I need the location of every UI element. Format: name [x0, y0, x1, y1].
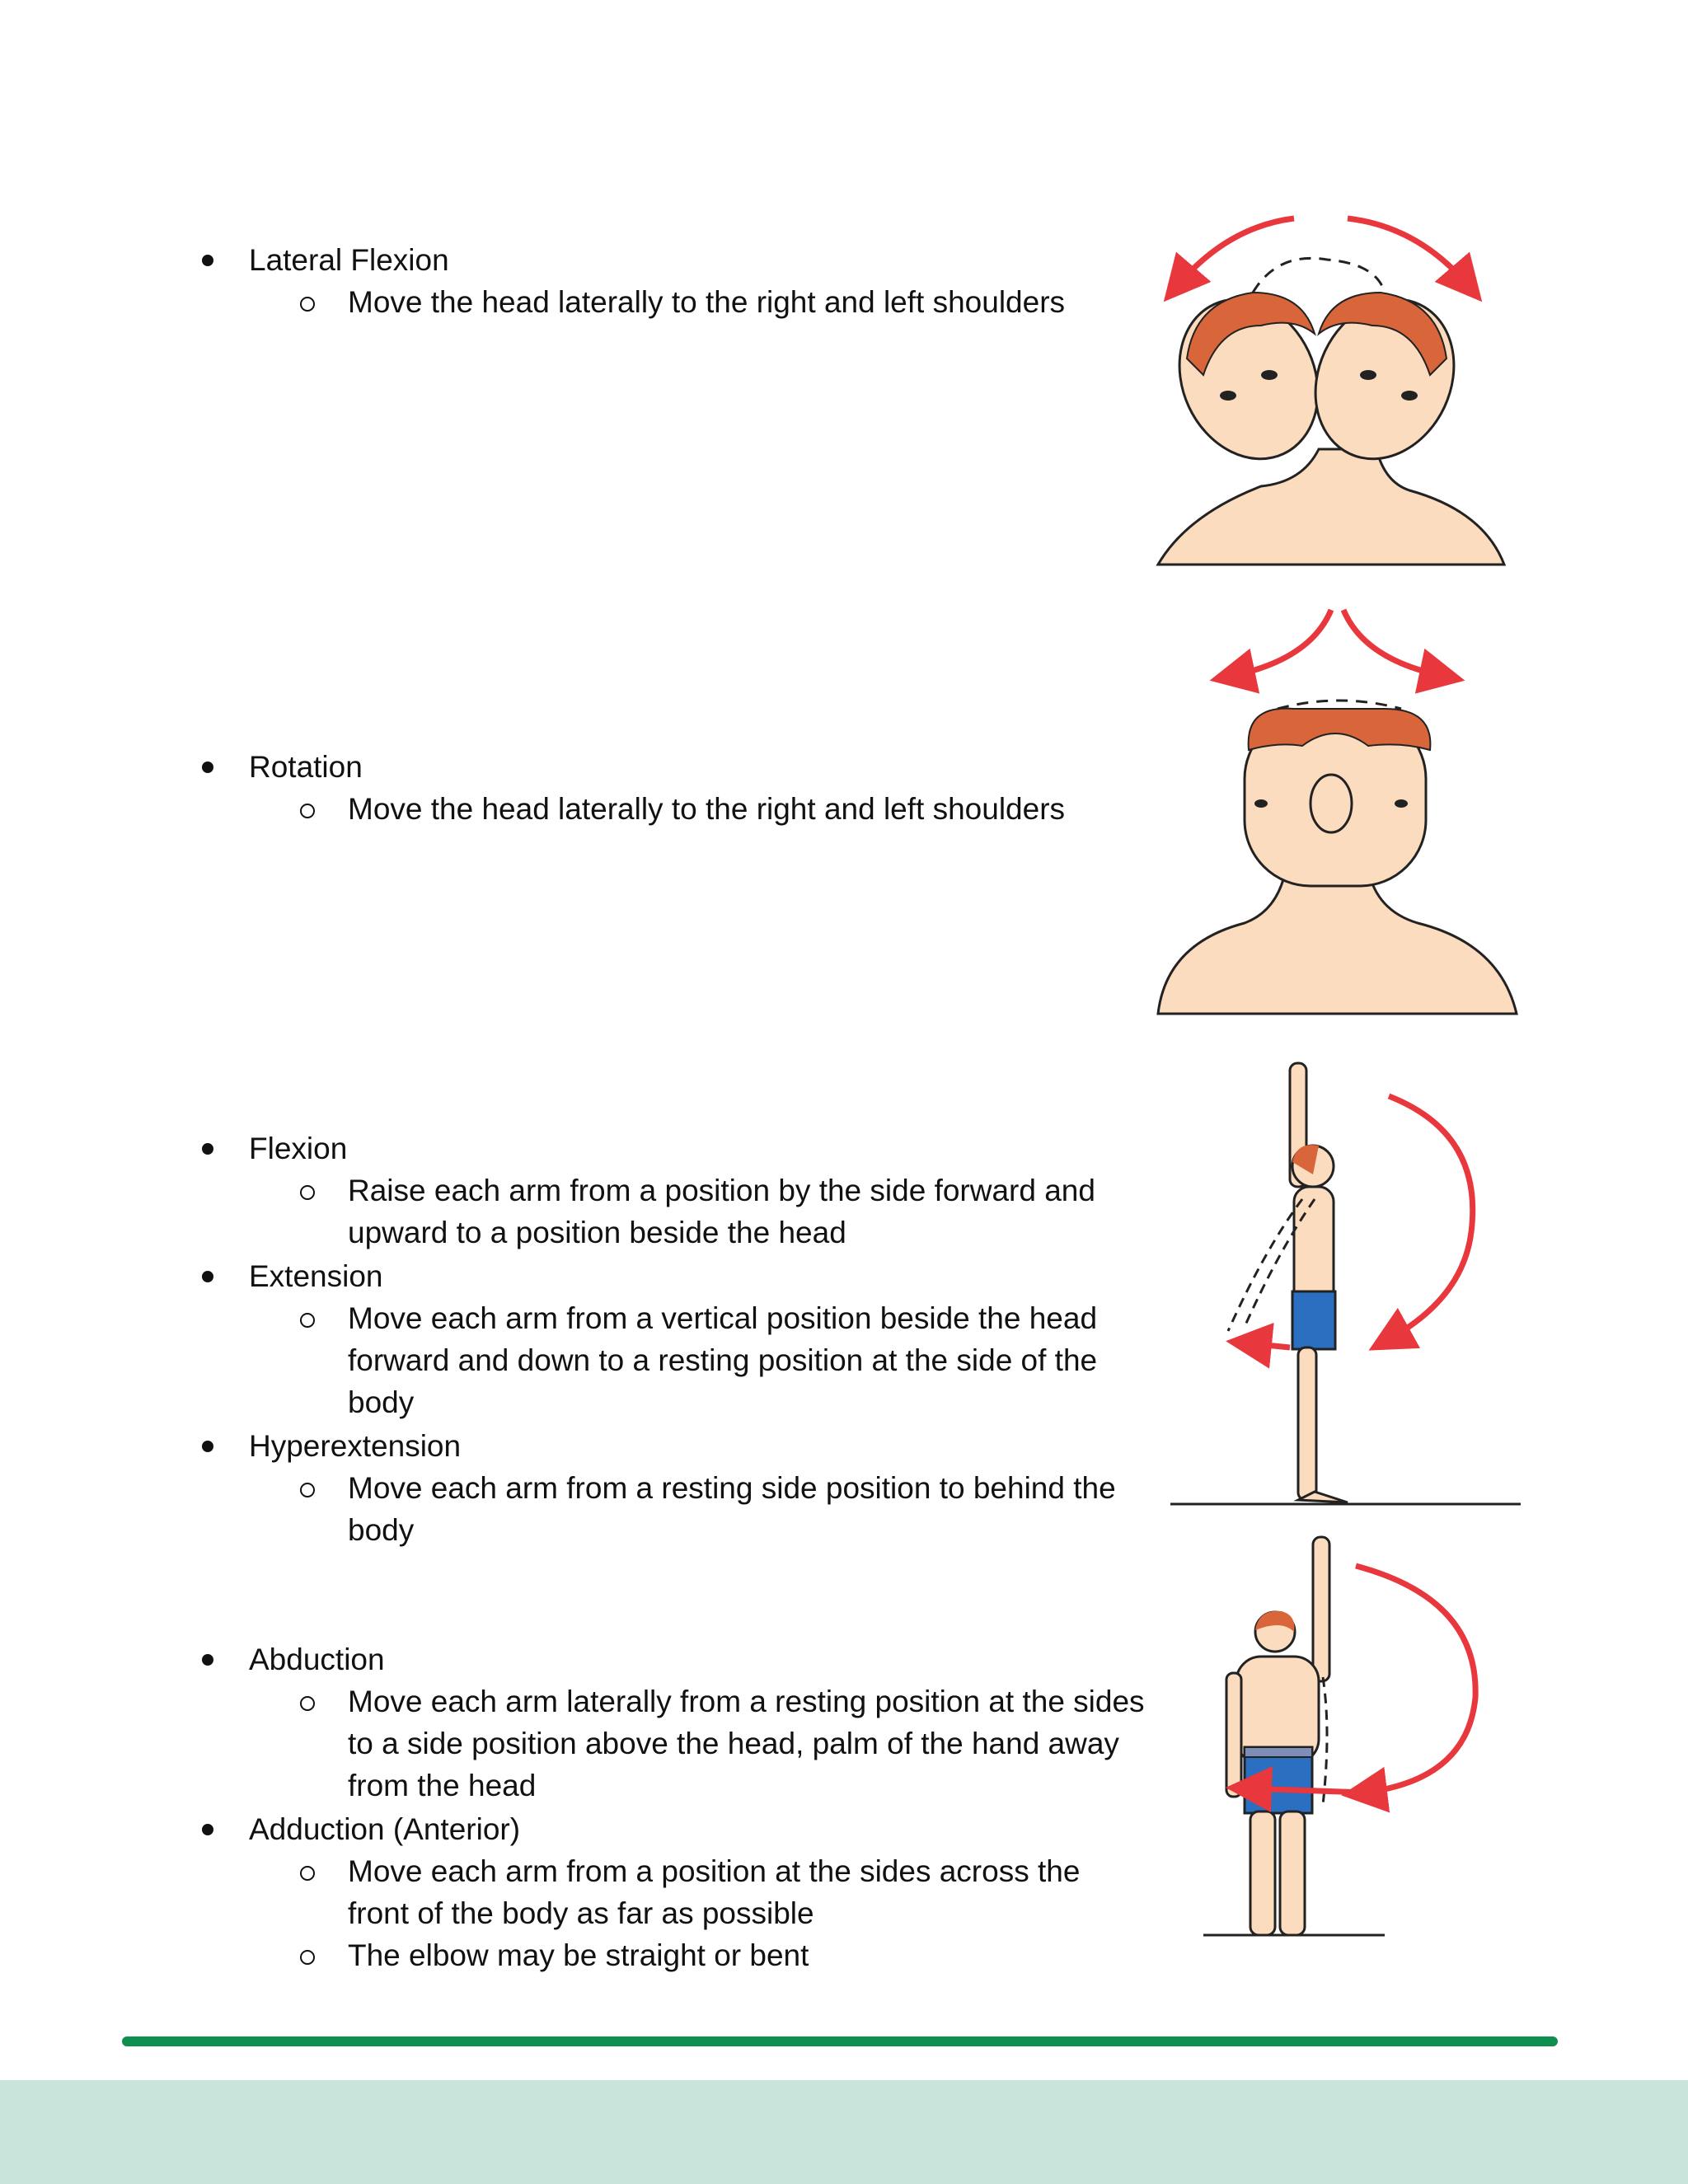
sub-bullet-icon — [300, 1185, 315, 1200]
term-label: Rotation — [249, 750, 363, 784]
term-label: Lateral Flexion — [249, 243, 449, 277]
lateral-flexion-head-illustration — [1156, 215, 1507, 566]
sub-bullet-icon — [300, 1950, 315, 1965]
term-label: Abduction — [249, 1643, 385, 1676]
term-label: Adduction (Anterior) — [249, 1812, 521, 1846]
detail-text: Move the head laterally to the right and… — [348, 285, 1066, 319]
sub-bullet-icon — [300, 804, 315, 818]
footer-band — [0, 2080, 1688, 2184]
bullet-icon — [202, 1143, 213, 1155]
detail-text: The elbow may be straight or bent — [348, 1938, 809, 1972]
detail-text: Move the head laterally to the right and… — [348, 792, 1066, 826]
bullet-icon — [202, 1271, 213, 1282]
sub-bullet-icon — [300, 1696, 315, 1711]
sub-bullet-icon — [300, 1483, 315, 1497]
arm-flexion-extension-illustration — [1170, 1062, 1521, 1506]
divider-rule — [122, 2036, 1558, 2046]
detail-text: Move each arm laterally from a resting p… — [348, 1685, 1145, 1802]
bullet-icon — [202, 255, 213, 266]
detail-text: Raise each arm from a position by the si… — [348, 1174, 1095, 1249]
term-label: Flexion — [249, 1132, 348, 1165]
bullet-icon — [202, 1654, 213, 1666]
term-label: Extension — [249, 1259, 383, 1293]
sub-bullet-icon — [300, 1313, 315, 1328]
sub-bullet-icon — [300, 297, 315, 312]
bullet-icon — [202, 1824, 213, 1835]
rotation-head-illustration — [1156, 608, 1518, 1015]
term-label: Hyperextension — [249, 1429, 462, 1463]
detail-text: Move each arm from a position at the sid… — [348, 1854, 1081, 1930]
arm-abduction-illustration — [1203, 1535, 1479, 1937]
bullet-icon — [202, 1441, 213, 1452]
sub-bullet-icon — [300, 1866, 315, 1881]
detail-text: Move each arm from a resting side positi… — [348, 1471, 1116, 1547]
detail-text: Move each arm from a vertical position b… — [348, 1301, 1098, 1419]
bullet-icon — [202, 762, 213, 773]
